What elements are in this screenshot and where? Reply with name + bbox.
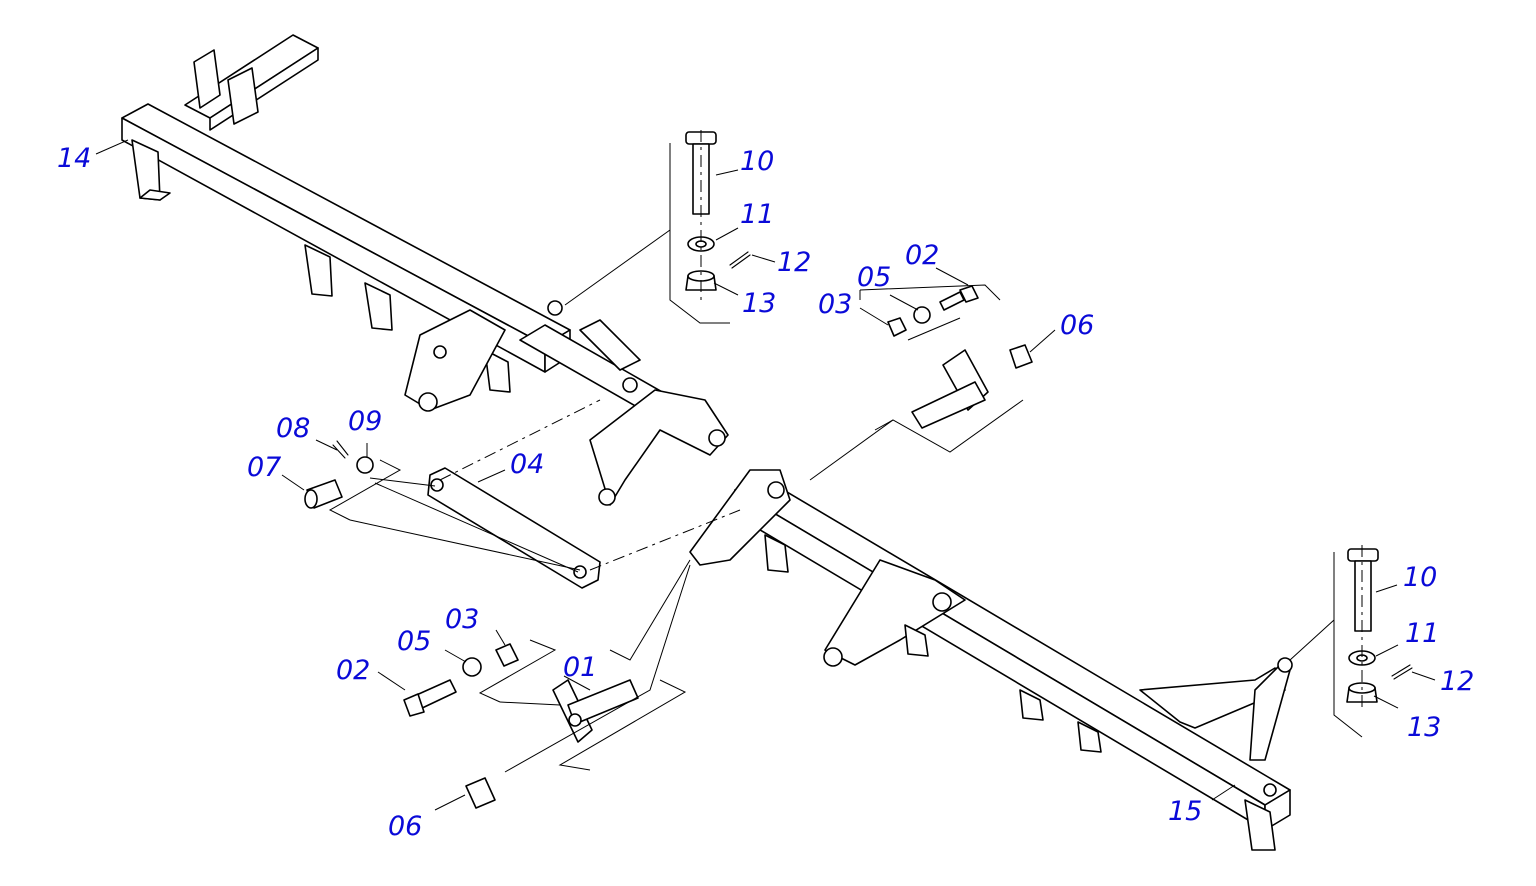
callout-13-lower: 13 <box>1407 712 1441 743</box>
callout-10-lower: 10 <box>1403 562 1437 593</box>
link-04 <box>427 467 601 589</box>
bushing-06-upper <box>1009 344 1033 369</box>
callout-02-upper: 02 <box>905 240 939 271</box>
alignment-lines <box>439 130 1363 712</box>
washer-09 <box>356 456 374 474</box>
assembly-brackets <box>328 143 1363 773</box>
callout-01: 01 <box>563 652 597 683</box>
pin-10-lower <box>1347 548 1379 632</box>
callout-08: 08 <box>276 413 310 444</box>
washer-05-lower <box>462 657 482 677</box>
callout-07: 07 <box>247 452 281 483</box>
callout-15: 15 <box>1168 796 1202 827</box>
cotter-12-upper <box>729 251 751 269</box>
bolt-02-upper <box>939 285 979 311</box>
callout-11-lower: 11 <box>1405 618 1439 649</box>
callout-02-lower: 02 <box>336 655 370 686</box>
callout-06-lower: 06 <box>388 811 422 842</box>
callout-13-upper: 13 <box>742 288 776 319</box>
pivot-plate-lower <box>552 679 639 743</box>
callout-03-upper: 03 <box>818 289 852 320</box>
nut-03-upper <box>887 317 907 337</box>
pin-07 <box>304 479 343 509</box>
bushing-06-lower <box>465 777 496 809</box>
callout-06-upper: 06 <box>1060 310 1094 341</box>
cotter-08 <box>332 440 349 459</box>
callout-11-upper: 11 <box>740 199 774 230</box>
callout-labels: 14 10 11 12 13 02 05 03 06 08 09 07 04 1… <box>57 143 1474 842</box>
frame-15 <box>689 469 1293 851</box>
callout-14: 14 <box>57 143 91 174</box>
cotter-12-lower <box>1391 664 1413 680</box>
nut-03-lower <box>495 643 519 667</box>
callout-12-lower: 12 <box>1440 666 1474 697</box>
bolt-02-lower <box>403 679 457 717</box>
callout-05-upper: 05 <box>857 262 891 293</box>
callout-leaders <box>95 139 1436 811</box>
callout-04: 04 <box>510 449 544 480</box>
callout-03-lower: 03 <box>445 604 479 635</box>
callout-09: 09 <box>348 406 382 437</box>
pivot-plate-upper <box>911 349 989 429</box>
callout-10-upper: 10 <box>740 146 774 177</box>
frame-14 <box>121 34 729 506</box>
callout-12-upper: 12 <box>777 247 811 278</box>
callout-05-lower: 05 <box>397 626 431 657</box>
washer-05-upper <box>913 306 931 324</box>
